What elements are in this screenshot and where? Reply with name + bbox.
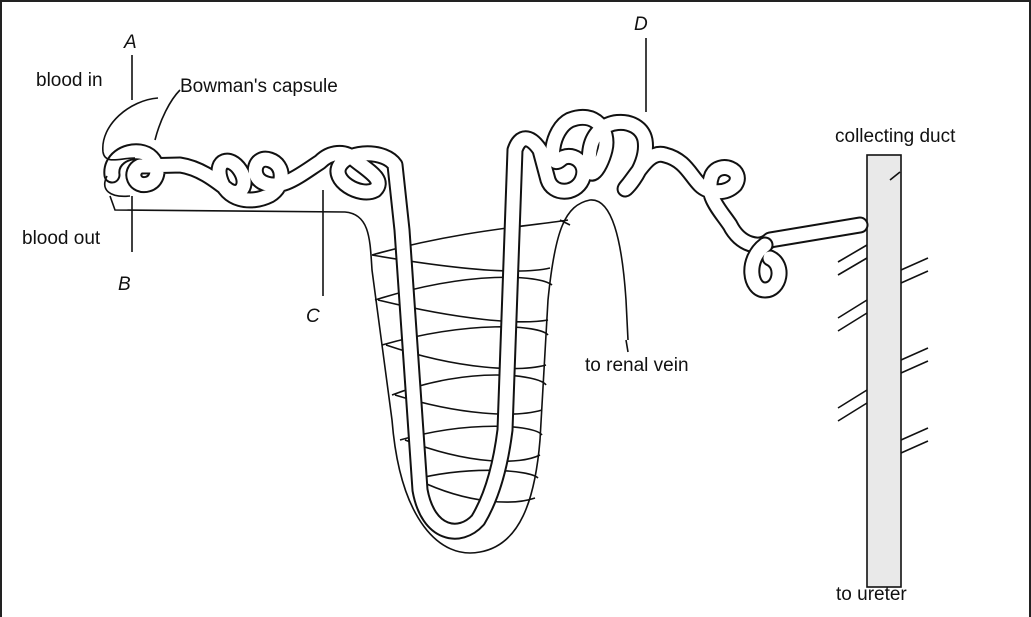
label-blood-out: blood out (22, 228, 101, 249)
pointer-bowmans (155, 90, 180, 140)
label-to-renal-vein: to renal vein (585, 355, 689, 376)
pointer-renal-vein (626, 340, 628, 352)
label-to-ureter: to ureter (836, 584, 907, 605)
nephron-tubule (112, 117, 860, 531)
label-b: B (118, 274, 131, 295)
label-a: A (123, 32, 137, 53)
label-c: C (306, 306, 320, 327)
label-blood-in: blood in (36, 70, 103, 91)
label-collecting-duct: collecting duct (835, 126, 956, 147)
label-d: D (634, 14, 648, 35)
label-bowmans-capsule: Bowman's capsule (180, 76, 338, 97)
capillary-network (110, 196, 628, 553)
